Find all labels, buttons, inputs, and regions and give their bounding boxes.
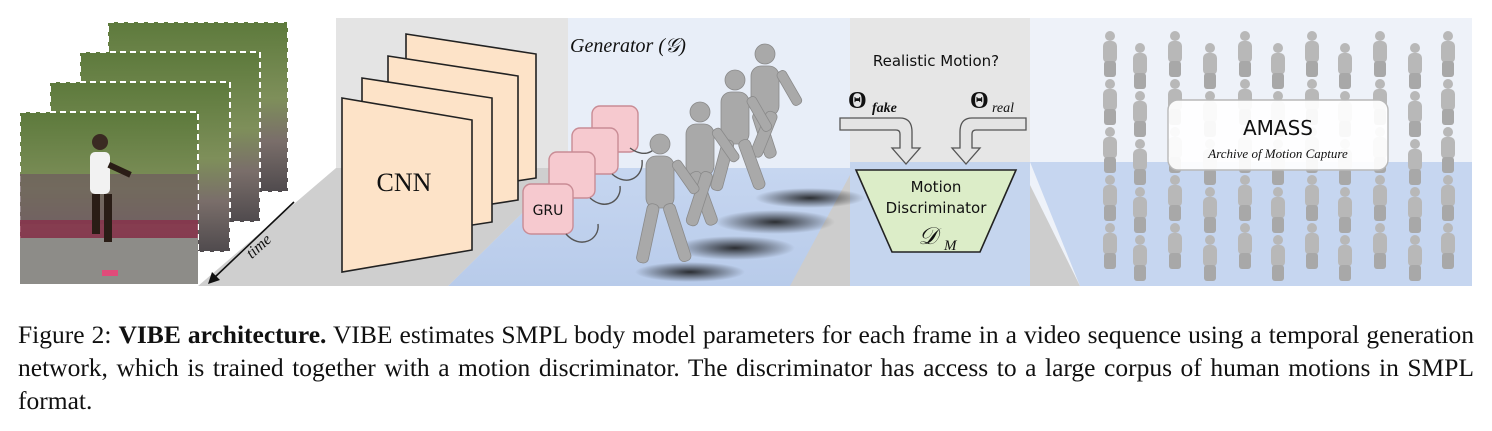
theta-real-label: Θ real xyxy=(970,88,1014,116)
gru-front-box xyxy=(522,183,574,235)
amass-body xyxy=(1271,235,1285,281)
svg-text:fake: fake xyxy=(872,101,897,116)
architecture-figure: time CNN Generator (𝒢) GRU xyxy=(19,18,1472,286)
amass-body xyxy=(1238,223,1252,269)
amass-body xyxy=(1103,31,1117,77)
gru-label: GRU xyxy=(533,203,564,219)
amass-body xyxy=(1441,127,1455,173)
svg-text:Θ: Θ xyxy=(848,88,867,114)
real-arrow xyxy=(950,117,1027,165)
amass-body xyxy=(1133,139,1147,185)
amass-body xyxy=(1305,223,1319,269)
amass-floor xyxy=(1030,162,1472,286)
caption-title: VIBE architecture. xyxy=(118,320,327,349)
amass-body xyxy=(1103,127,1117,173)
discriminator-sub: M xyxy=(943,238,958,254)
amass-body xyxy=(1133,43,1147,89)
caption-figure-number: Figure 2: xyxy=(18,320,112,349)
generated-bodies xyxy=(635,43,865,282)
amass-body xyxy=(1238,175,1252,221)
amass-title: AMASS xyxy=(1243,116,1313,140)
amass-body xyxy=(1373,223,1387,269)
amass-body xyxy=(1408,235,1422,281)
amass-body xyxy=(1441,223,1455,269)
disc-grey-right xyxy=(1030,185,1080,286)
svg-text:real: real xyxy=(992,101,1014,116)
figure-caption: Figure 2: VIBE architecture. VIBE estima… xyxy=(18,318,1474,417)
amass-body xyxy=(1133,187,1147,233)
gru-stack: GRU xyxy=(522,105,659,243)
amass-subtitle: Archive of Motion Capture xyxy=(1207,146,1348,161)
amass-body xyxy=(1271,187,1285,233)
amass-body xyxy=(1338,43,1352,89)
amass-body xyxy=(1338,235,1352,281)
amass-body xyxy=(1408,91,1422,137)
amass-body xyxy=(1408,43,1422,89)
amass-body xyxy=(1103,79,1117,125)
realistic-motion-question: Realistic Motion? xyxy=(873,52,999,70)
discriminator-line1: Motion xyxy=(911,178,962,196)
caption-text: VIBE estimates SMPL body model parameter… xyxy=(18,320,1475,415)
cnn-front-box xyxy=(341,97,473,273)
body-mesh xyxy=(636,133,700,264)
amass-body xyxy=(1408,139,1422,185)
svg-text:Θ: Θ xyxy=(970,88,989,114)
amass-body xyxy=(1168,175,1182,221)
generator-label: Generator (𝒢) xyxy=(570,35,686,57)
amass-body xyxy=(1408,187,1422,233)
amass-body xyxy=(1441,175,1455,221)
runner-silhouette xyxy=(90,134,132,276)
amass-body xyxy=(1271,43,1285,89)
motion-discriminator: Motion Discriminator 𝒟 M xyxy=(854,169,1018,254)
amass-body xyxy=(1305,31,1319,77)
discriminator-line2: Discriminator xyxy=(886,199,988,217)
amass-body xyxy=(1441,79,1455,125)
amass-body xyxy=(1103,223,1117,269)
amass-body xyxy=(1373,31,1387,77)
amass-body xyxy=(1133,91,1147,137)
amass-body xyxy=(1203,187,1217,233)
amass-label-box: AMASS Archive of Motion Capture xyxy=(1167,99,1389,171)
amass-body xyxy=(1305,175,1319,221)
video-frame-front xyxy=(19,111,199,285)
fake-arrow xyxy=(839,117,922,165)
amass-body xyxy=(1168,223,1182,269)
cnn-block: CNN xyxy=(341,33,537,273)
amass-body xyxy=(1133,235,1147,281)
amass-body xyxy=(1203,235,1217,281)
amass-body xyxy=(1373,175,1387,221)
amass-body xyxy=(1238,31,1252,77)
amass-body xyxy=(1441,31,1455,77)
video-frame-stack xyxy=(19,21,289,285)
cnn-label: CNN xyxy=(377,168,432,197)
amass-body xyxy=(1338,187,1352,233)
amass-body xyxy=(1103,175,1117,221)
amass-body xyxy=(1203,43,1217,89)
theta-fake-label: Θ fake xyxy=(848,88,897,116)
amass-body xyxy=(1168,31,1182,77)
